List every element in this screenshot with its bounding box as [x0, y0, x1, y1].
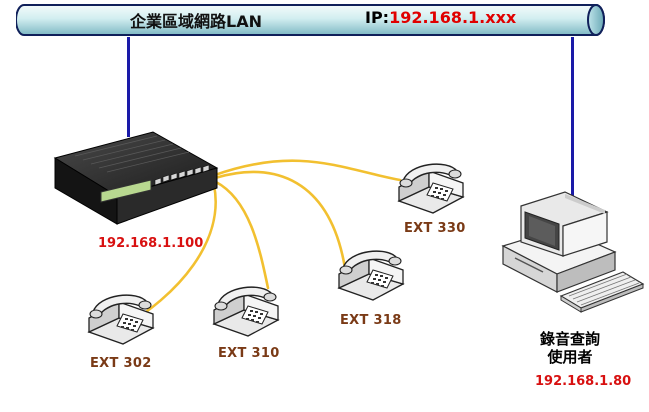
computer-caption: 錄音查詢 使用者	[535, 330, 605, 366]
lan-ip: IP:192.168.1.xxx	[365, 8, 516, 27]
lan-ip-value: 192.168.1.xxx	[389, 8, 517, 27]
cord-ext-318	[213, 170, 347, 270]
lan-title: 企業區域網路LAN	[130, 12, 262, 31]
telephone-icon	[87, 294, 155, 345]
telephone-icon	[337, 250, 405, 301]
lan-ip-label: IP:	[365, 8, 390, 27]
gateway-ip: 192.168.1.100	[98, 236, 204, 251]
computer-caption-line2: 使用者	[547, 348, 593, 366]
ext-label: EXT 310	[218, 346, 280, 361]
ext-label: EXT 318	[340, 313, 402, 328]
ext-label: EXT 330	[404, 221, 466, 236]
computer-ip: 192.168.1.80	[535, 374, 632, 389]
voip-gateway-icon	[53, 131, 219, 225]
lan-drop-gateway	[127, 37, 130, 137]
lan-drop-computer	[571, 37, 574, 197]
computer-caption-line1: 錄音查詢	[539, 330, 600, 348]
cord-ext-310	[214, 180, 270, 290]
desktop-computer-icon	[501, 191, 645, 313]
cord-ext-330	[213, 159, 402, 182]
telephone-icon	[212, 286, 280, 337]
ext-label: EXT 302	[90, 356, 152, 371]
lan-pipe	[16, 4, 605, 36]
telephone-icon	[397, 163, 465, 214]
